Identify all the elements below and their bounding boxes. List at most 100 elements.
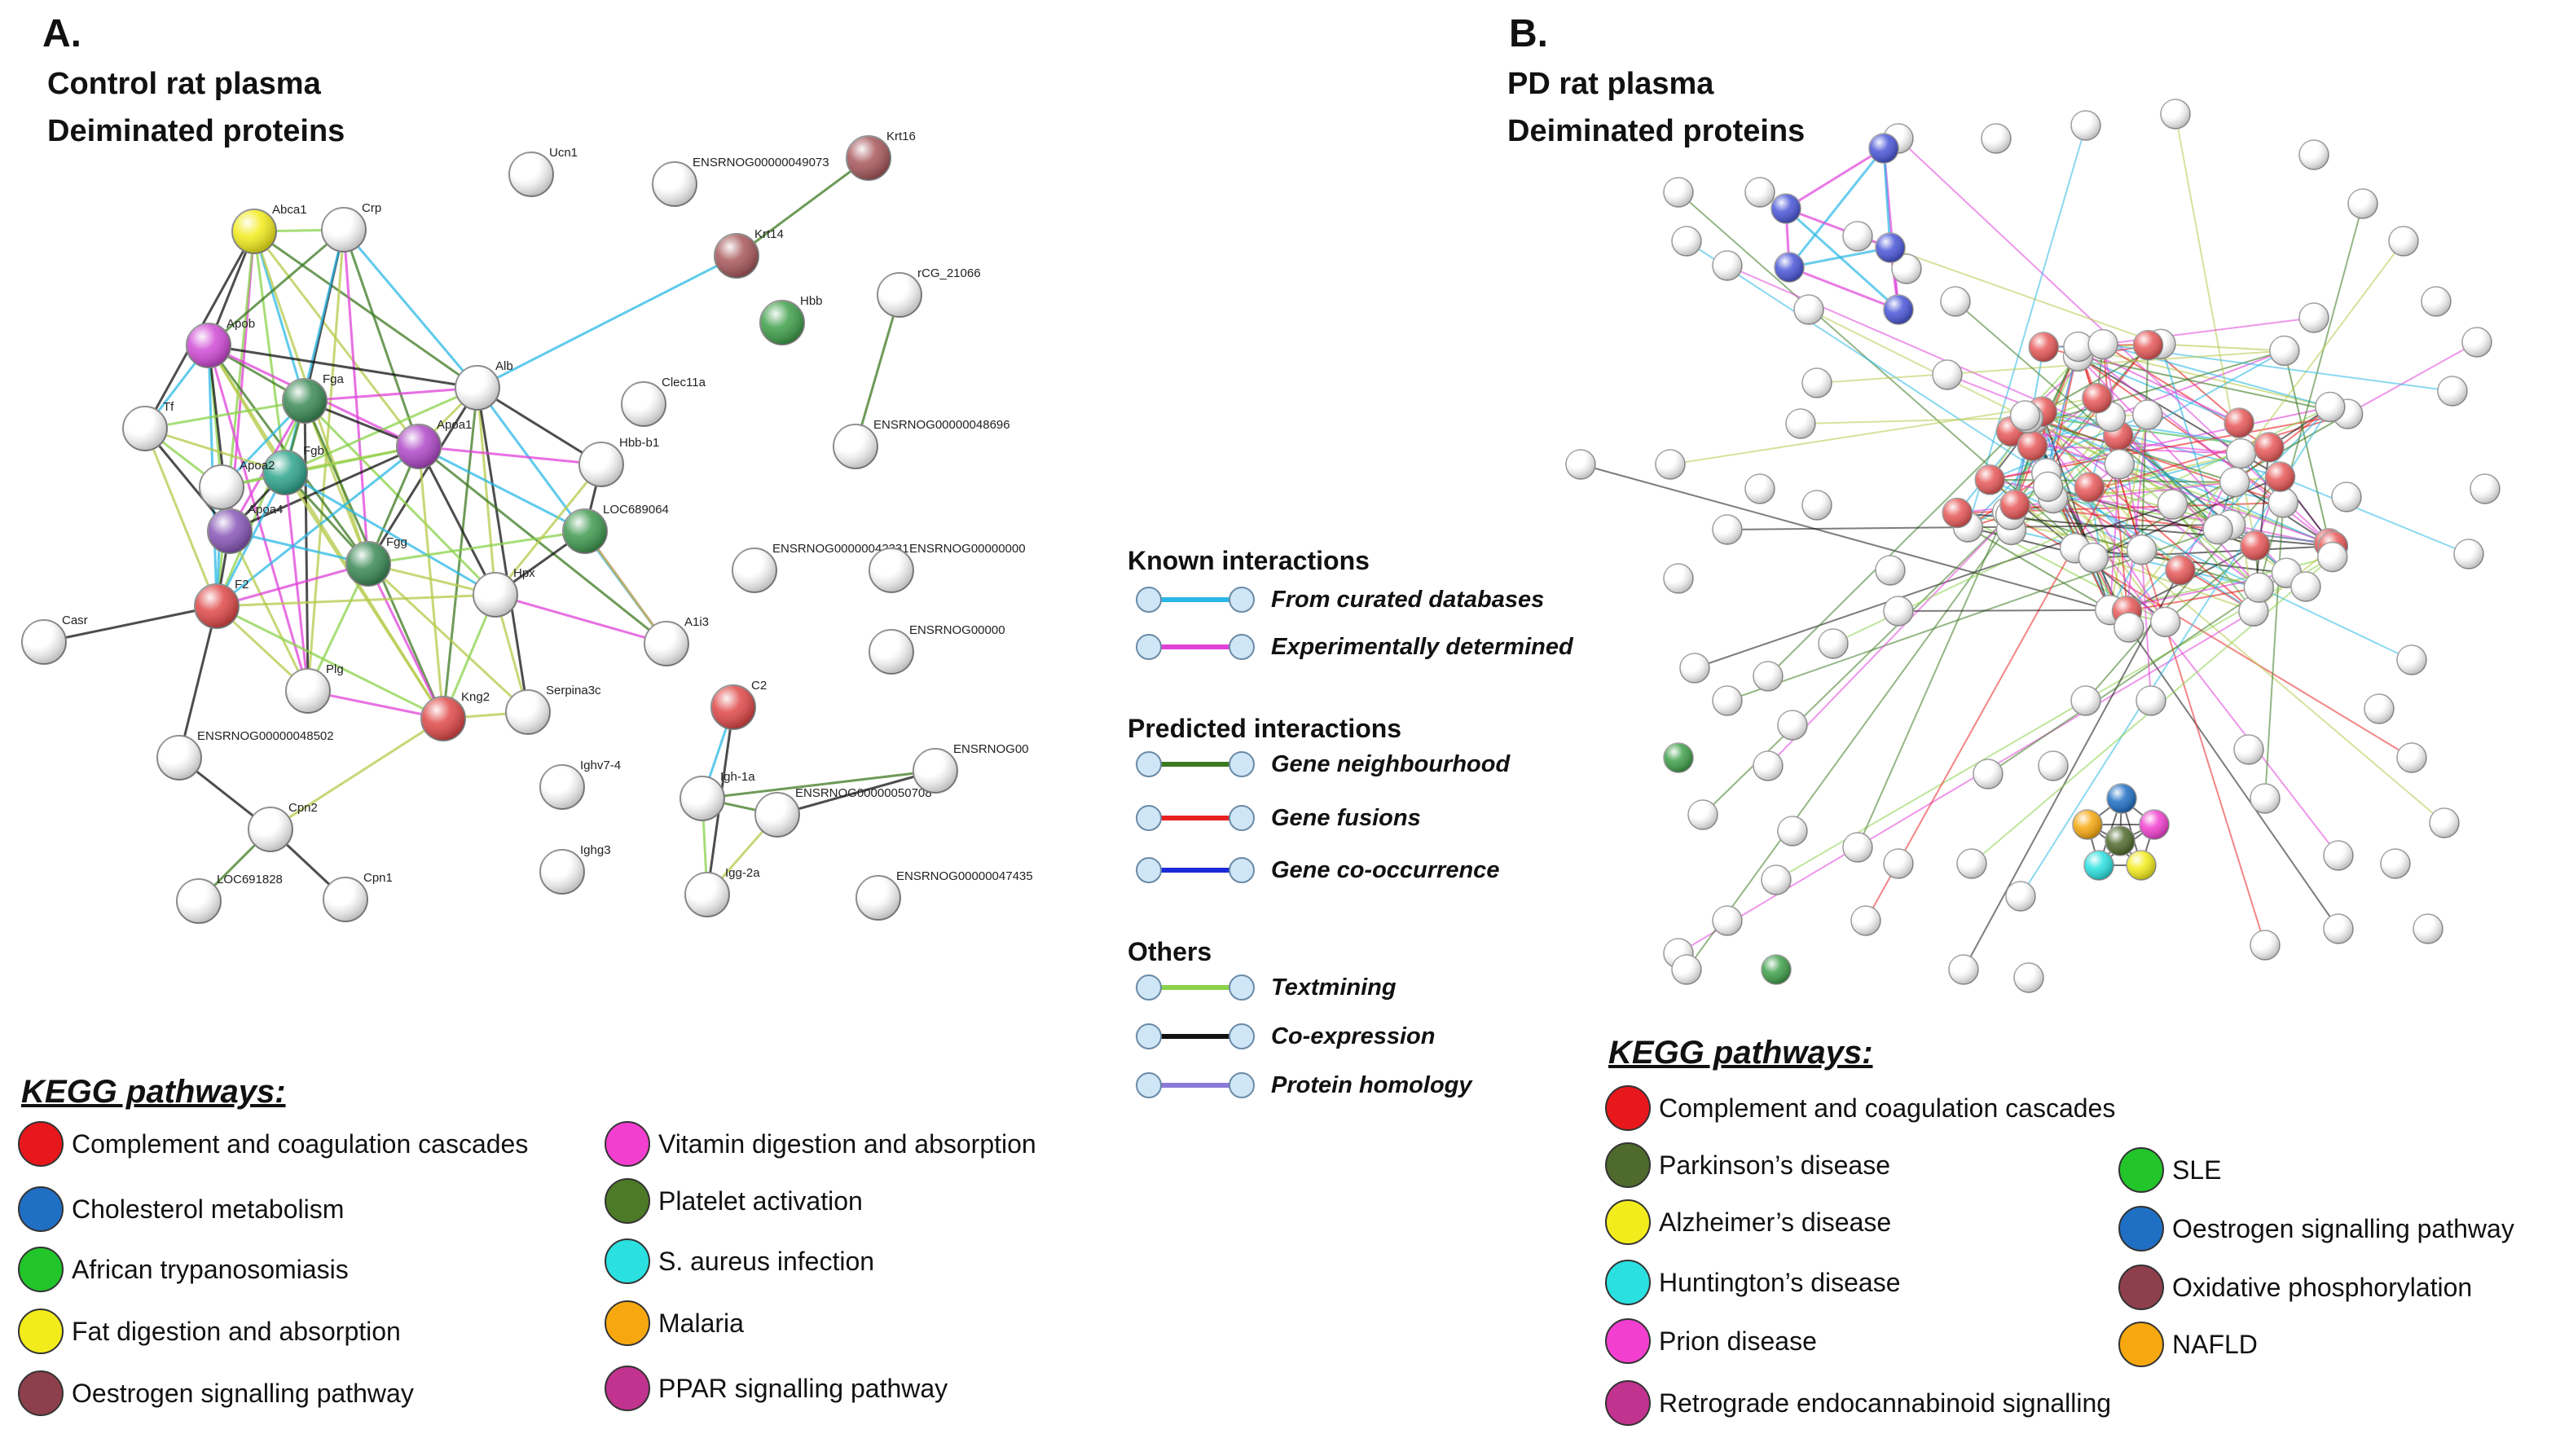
protein-node-shine	[2244, 573, 2274, 603]
protein-node	[2331, 482, 2362, 512]
edge-swatch	[1134, 973, 1256, 1002]
protein-node	[2380, 848, 2411, 879]
legend-row: Experimentally determined	[1134, 632, 1573, 662]
protein-node-shine	[1713, 515, 1742, 544]
protein-node-shine	[455, 366, 499, 410]
network-edge	[2140, 549, 2152, 702]
protein-node-shine	[2470, 474, 2500, 504]
kegg-label: Oestrogen signalling pathway	[2172, 1213, 2514, 1243]
protein-node-shine	[1762, 955, 1791, 984]
protein-node-shine	[323, 878, 367, 922]
protein-node-shine	[2364, 694, 2394, 724]
protein-node	[1744, 473, 1775, 504]
protein-node-shine	[2133, 330, 2163, 360]
kegg-item: NAFLD	[2118, 1322, 2258, 1367]
protein-node	[2165, 554, 2196, 586]
protein-node-shine	[2250, 784, 2280, 813]
kegg-item: Huntington’s disease	[1605, 1260, 1901, 1305]
kegg-label: Huntington’s disease	[1659, 1267, 1901, 1297]
protein-node: Fgb	[262, 444, 324, 495]
kegg-item: Oestrogen signalling pathway	[2118, 1206, 2514, 1251]
panel-b-title-line1: PD rat plasma	[1507, 67, 1714, 101]
protein-node	[2106, 783, 2137, 814]
network-edge	[2140, 345, 2149, 550]
protein-node-label: Serpina3c	[546, 684, 601, 697]
protein-node-label: Plg	[326, 662, 344, 676]
kegg-item: PPAR signalling pathway	[605, 1366, 948, 1411]
network-edge	[1784, 207, 1900, 311]
network-edge	[476, 387, 497, 596]
protein-node	[2032, 471, 2064, 503]
protein-node	[1671, 954, 1702, 985]
network-edge	[776, 769, 936, 816]
protein-node	[2429, 807, 2460, 838]
protein-node-label: LOC689064	[603, 503, 669, 517]
protein-node-label: Fgb	[303, 444, 324, 458]
edge-swatch	[1134, 856, 1256, 885]
protein-node: ENSRNOG00000050708	[754, 786, 932, 838]
protein-node: rCG_21066	[877, 266, 981, 318]
edge-swatch	[1134, 1071, 1256, 1100]
protein-node-shine	[1688, 800, 1718, 829]
protein-node-label: Ucn1	[549, 146, 578, 160]
network-edge	[2048, 486, 2413, 661]
protein-node	[1774, 252, 1805, 283]
protein-node-shine	[2348, 189, 2377, 218]
protein-node: ENSRNOG00	[913, 742, 1029, 794]
legend-label: Co-expression	[1271, 1023, 1436, 1049]
protein-node-shine	[2063, 332, 2093, 362]
protein-node-shine	[834, 424, 878, 468]
protein-node-shine	[2389, 227, 2418, 256]
legend-label: Textmining	[1271, 974, 1397, 1001]
protein-node-shine	[1775, 253, 1804, 282]
protein-node	[1948, 954, 1979, 985]
protein-node-shine	[1745, 178, 1775, 207]
protein-node	[2461, 327, 2492, 358]
protein-node: Ucn1	[508, 146, 578, 197]
protein-node: Apoa2	[199, 459, 275, 510]
network-edge	[2280, 476, 2470, 555]
network-edge	[1882, 147, 1892, 249]
protein-node-shine	[1713, 251, 1742, 280]
protein-node	[1999, 489, 2030, 521]
protein-node-shine	[2299, 303, 2329, 332]
protein-node-shine	[2073, 810, 2102, 839]
network-edge	[2264, 502, 2285, 799]
protein-node-label: Krt14	[754, 227, 784, 241]
protein-node: ENSRNOG00000048696	[833, 418, 1010, 469]
network-edge	[216, 562, 369, 608]
protein-node-shine	[1680, 653, 1709, 683]
protein-node-label: Hbb-b1	[619, 436, 659, 450]
protein-node-label: C2	[751, 679, 767, 693]
protein-node-shine	[346, 542, 390, 586]
network-edge	[1788, 266, 1899, 311]
kegg-label: S. aureus infection	[658, 1246, 875, 1276]
protein-node-shine	[1957, 849, 1986, 878]
protein-node-shine	[1843, 833, 1872, 862]
legend-known-title: Known interactions	[1128, 546, 1370, 575]
protein-node-shine	[2265, 462, 2295, 492]
protein-node-label: Hbb	[800, 294, 823, 308]
protein-node-shine	[2029, 332, 2059, 362]
protein-node-label: Ighg3	[580, 843, 611, 857]
protein-node-shine	[1884, 295, 1913, 324]
protein-node: Hbb-b1	[578, 436, 659, 487]
protein-node	[1687, 799, 1718, 830]
protein-node-shine	[2454, 539, 2483, 569]
protein-node: Krt16	[846, 130, 916, 181]
protein-node-label: ENSRNOG00000042331	[772, 542, 909, 556]
protein-node-shine	[2324, 914, 2353, 944]
protein-node-shine	[2166, 555, 2196, 585]
protein-node	[2072, 809, 2103, 840]
protein-node-shine	[2226, 438, 2256, 468]
protein-node: Fga	[282, 372, 345, 424]
protein-node-shine	[1975, 464, 2005, 495]
network-edge	[216, 593, 496, 608]
network-edge	[477, 386, 602, 466]
protein-node-shine	[2084, 851, 2114, 880]
protein-node	[2298, 139, 2329, 170]
protein-node-shine	[1672, 227, 1701, 256]
kegg-label: Malaria	[658, 1308, 744, 1338]
kegg-item: Platelet activation	[605, 1178, 863, 1224]
protein-node-shine	[2203, 514, 2233, 544]
